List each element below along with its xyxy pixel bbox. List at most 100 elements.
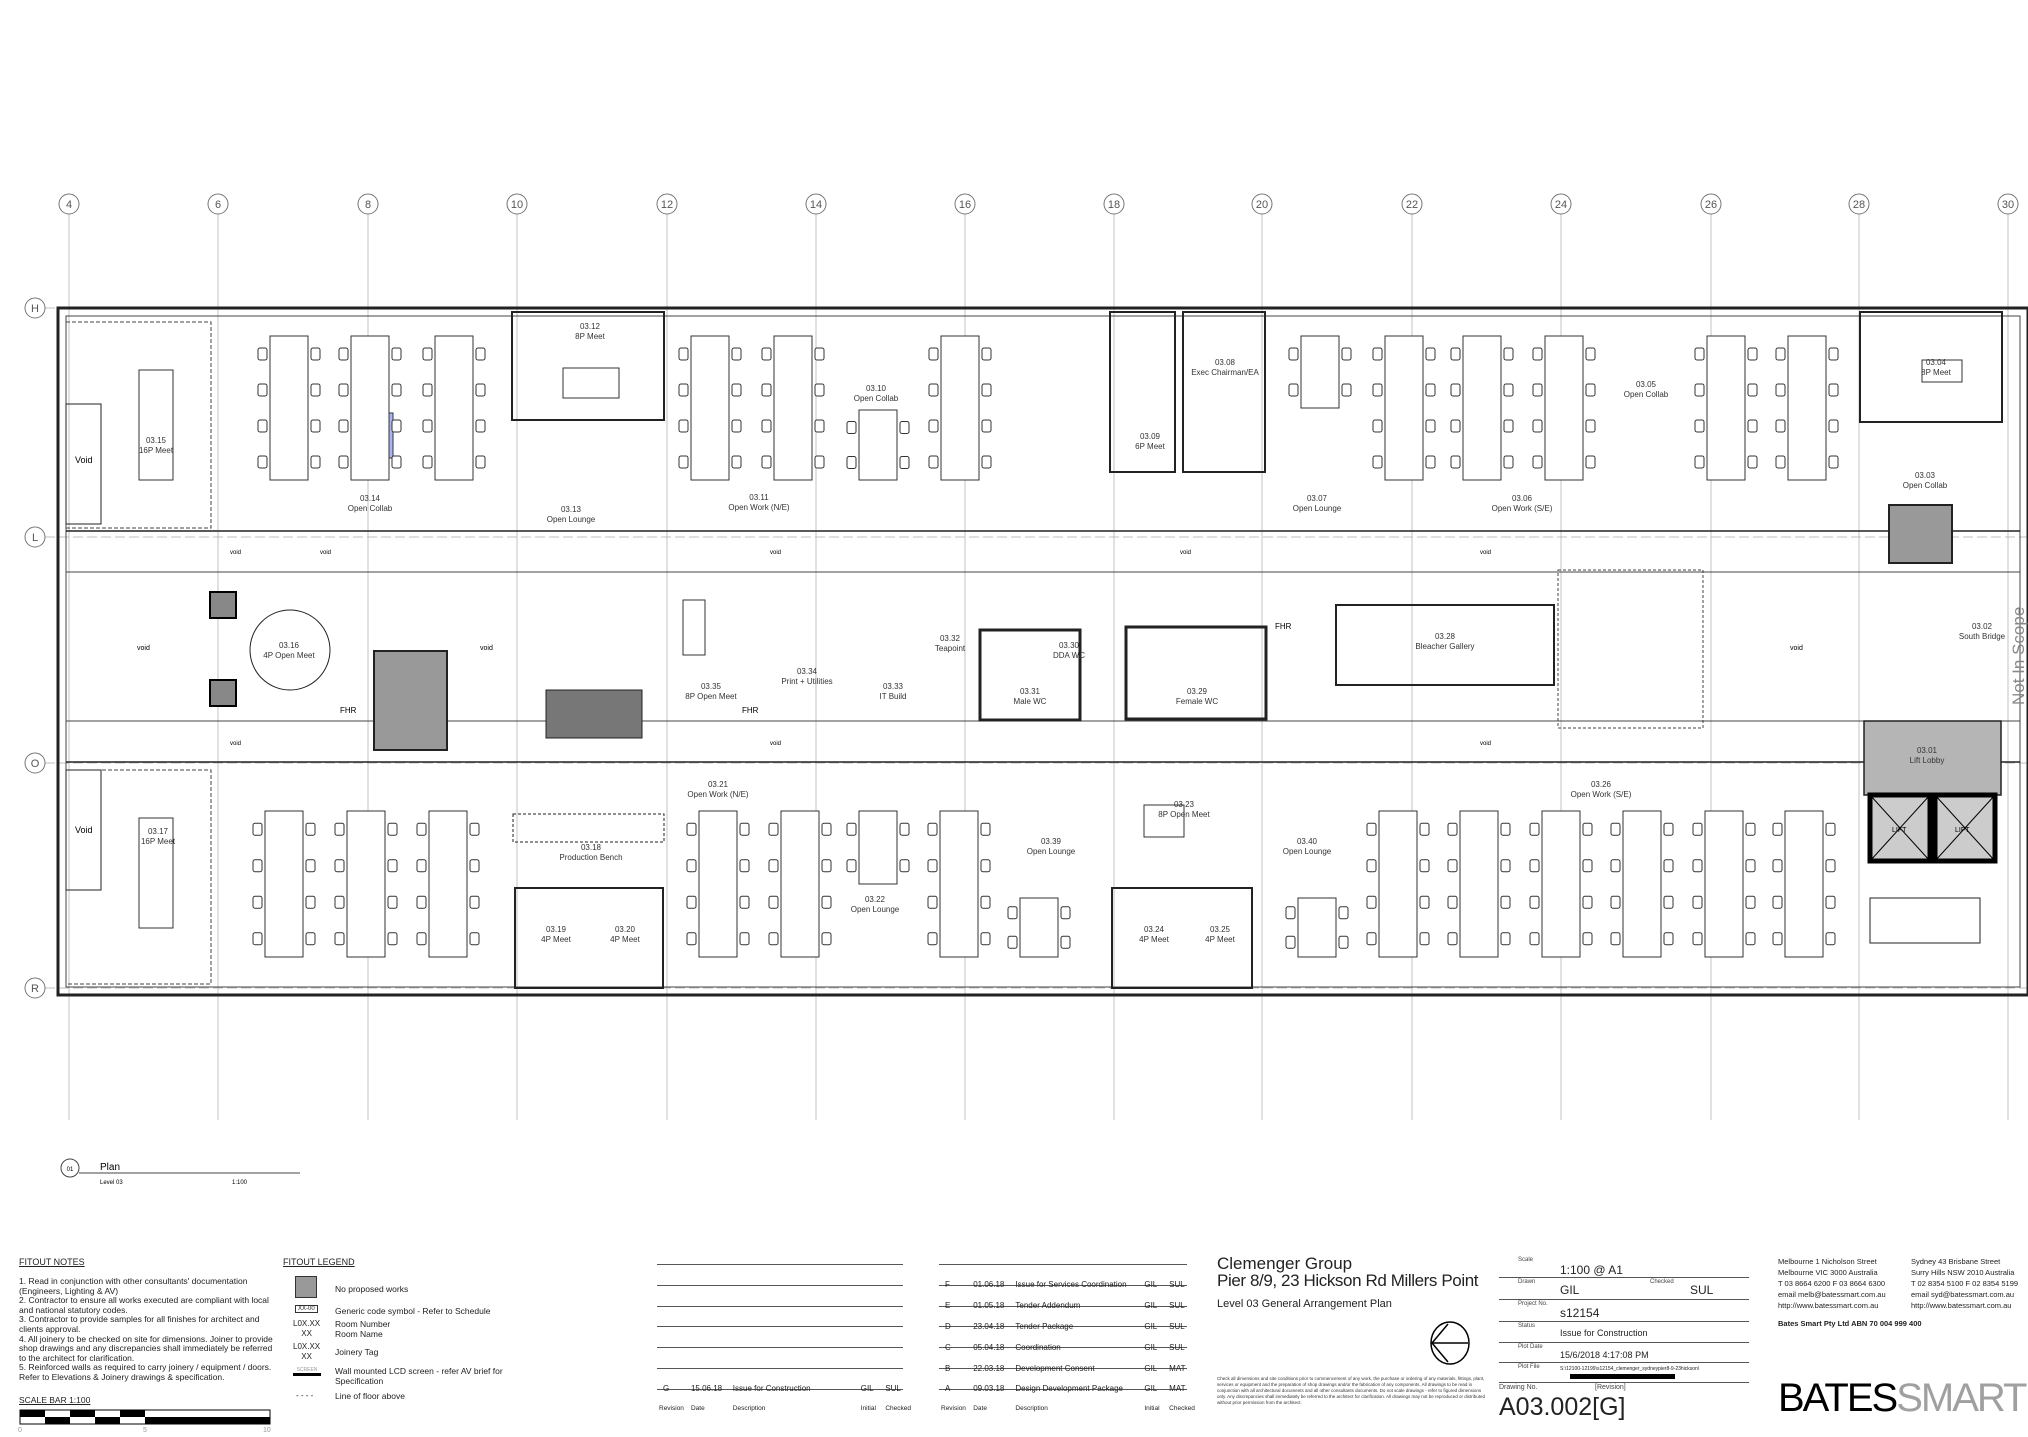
revision-header-desc: Description <box>732 1405 766 1412</box>
chair <box>1447 859 1458 873</box>
plan-tag: 01 Plan Level 03 1:100 <box>60 1158 300 1186</box>
grid-row-label: H <box>31 303 39 315</box>
room-name: Female WC <box>1176 697 1218 706</box>
shaft-2 <box>209 679 237 707</box>
chair <box>1500 822 1511 836</box>
chair <box>334 895 345 909</box>
chair <box>469 822 480 836</box>
desk <box>350 335 390 481</box>
room-number: 03.31 <box>1020 687 1041 696</box>
room-number: 03.10 <box>866 384 887 393</box>
room-name: DDA WC <box>1053 651 1085 660</box>
desk <box>690 335 730 481</box>
chair <box>1060 906 1071 920</box>
chair <box>1419 822 1430 836</box>
room-number: 03.14 <box>360 494 381 503</box>
grid-bubble <box>954 193 976 215</box>
table-rule <box>657 1326 903 1328</box>
meeting-table <box>682 599 706 656</box>
chair <box>1288 347 1299 361</box>
chair <box>1366 895 1377 909</box>
chair <box>686 932 697 946</box>
note-item: 2. Contractor to ensure all works execut… <box>19 1295 269 1315</box>
room-03-19-20 <box>514 887 664 989</box>
desk <box>780 810 820 958</box>
room-name: Open Work (S/E) <box>1492 504 1553 513</box>
desk <box>1541 810 1581 958</box>
project-no-label: Project No. <box>1518 1301 1548 1307</box>
legend-symbol-line: L0X.XX <box>293 1342 321 1351</box>
desk <box>1297 897 1337 958</box>
bleacher-stairs <box>1557 569 1704 729</box>
scale-tick: 5 <box>143 1427 147 1434</box>
revision-cell-date: 01.06.18 <box>973 1280 1005 1289</box>
chair <box>928 419 939 433</box>
chair <box>1775 383 1786 397</box>
male-wc <box>978 628 1082 722</box>
table-rule <box>939 1388 1187 1390</box>
chair <box>899 822 910 836</box>
drawing-title: Level 03 General Arrangement Plan <box>1217 1298 1392 1310</box>
legend-text: Generic code symbol - Refer to Schedule <box>335 1306 491 1316</box>
chair <box>1663 895 1674 909</box>
chair <box>1500 859 1511 873</box>
fitout-notes-heading: FITOUT NOTES <box>19 1257 85 1267</box>
room-name: 6P Meet <box>1135 442 1165 451</box>
revision-cell-desc: Design Development Package <box>1015 1384 1124 1393</box>
revision-cell-initial: GIL <box>1144 1364 1158 1373</box>
table-rule <box>939 1326 1187 1328</box>
chair <box>391 383 402 397</box>
revision-cell-rev: F <box>945 1280 950 1289</box>
chair <box>678 455 689 469</box>
chair <box>1747 347 1758 361</box>
chair <box>257 347 268 361</box>
grid-column-label: 30 <box>2002 199 2014 211</box>
chair <box>731 455 742 469</box>
lift-label: LIFT <box>1955 827 1970 834</box>
office-line[interactable]: email melb@batessmart.com.au <box>1778 1290 1886 1299</box>
chair <box>814 347 825 361</box>
checked-value: SUL <box>1690 1283 1714 1297</box>
office-line[interactable]: email syd@batessmart.com.au <box>1911 1290 2015 1299</box>
room-name: 8P Meet <box>575 332 605 341</box>
room-number: 03.13 <box>561 505 582 514</box>
office-line: Melbourne 1 Nicholson Street <box>1778 1257 1877 1266</box>
office-line[interactable]: http://www.batessmart.com.au <box>1911 1301 2012 1310</box>
room-number: 03.05 <box>1636 380 1657 389</box>
office-line[interactable]: http://www.batessmart.com.au <box>1778 1301 1879 1310</box>
room-number: 03.02 <box>1972 622 1993 631</box>
revision-header-rev: Revision <box>941 1405 966 1412</box>
chair <box>1775 455 1786 469</box>
chair <box>1663 932 1674 946</box>
legend-symbol-line: XX <box>301 1352 312 1361</box>
desk <box>1622 810 1662 958</box>
chair <box>1425 383 1436 397</box>
grid-column-label: 18 <box>1108 199 1120 211</box>
room-name: Open Work (N/E) <box>728 503 790 512</box>
revision-label: [Revision] <box>1595 1384 1626 1391</box>
table-rule <box>939 1368 1187 1369</box>
chair <box>1663 822 1674 836</box>
room-name: Open Collab <box>854 394 899 403</box>
chair <box>1585 419 1596 433</box>
chair <box>1447 822 1458 836</box>
room-number: 03.06 <box>1512 494 1533 503</box>
chair <box>768 822 779 836</box>
stair-south <box>1888 504 1953 564</box>
chair <box>761 347 772 361</box>
project-no-value: s12154 <box>1560 1306 1600 1320</box>
grid-bubble <box>1848 193 1870 215</box>
fitout-notes-list: 1. Read in conjunction with other consul… <box>19 1276 281 1383</box>
legend-symbol: SCREEN <box>293 1367 321 1376</box>
revision-cell-desc: Coordination <box>1015 1343 1061 1352</box>
chair <box>686 822 697 836</box>
grid-bubble <box>207 193 229 215</box>
